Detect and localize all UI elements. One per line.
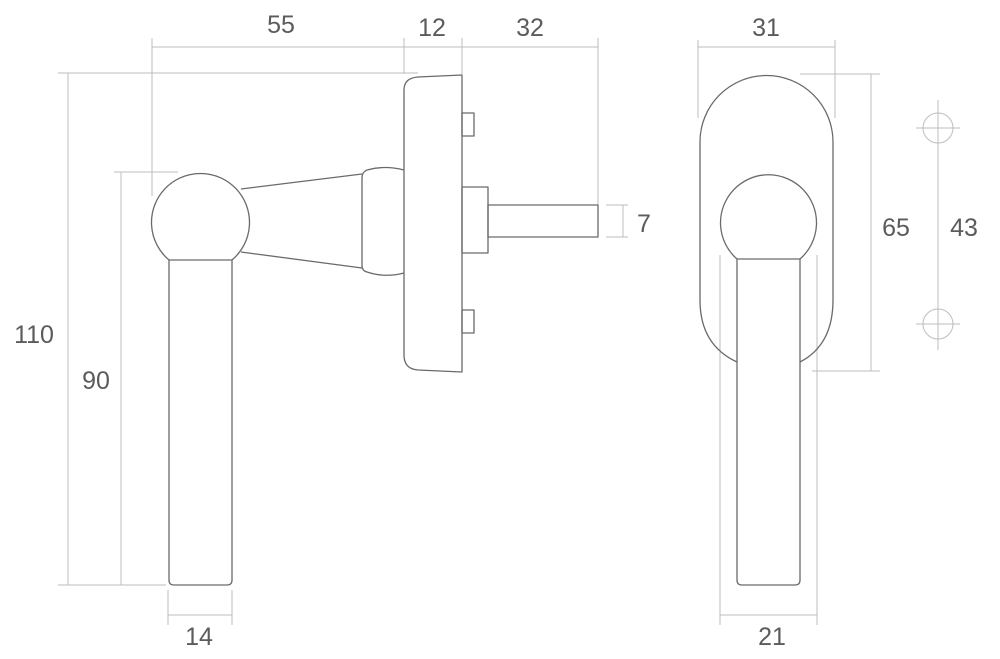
front-lever	[736, 258, 801, 586]
side-dimension-lines	[58, 38, 628, 625]
oval-rose	[699, 74, 834, 363]
front-ball	[719, 174, 818, 260]
dim-label-110: 110	[14, 321, 54, 349]
dim-label-32: 32	[516, 14, 544, 42]
lever	[168, 259, 233, 586]
dim-label-65: 65	[882, 214, 910, 242]
spindle-base	[461, 186, 489, 254]
dim-label-14: 14	[185, 623, 213, 651]
front-handle-outline	[699, 74, 834, 586]
side-view: 55 12 32 7 110 90 14	[14, 11, 651, 651]
dim-label-31: 31	[752, 14, 780, 42]
dim-label-12: 12	[418, 14, 446, 42]
ball	[150, 172, 251, 261]
side-handle-outline	[150, 74, 599, 586]
rose-plate	[403, 74, 463, 373]
screw-boss-bottom	[461, 309, 475, 334]
spindle	[487, 204, 599, 238]
dim-label-21: 21	[758, 623, 786, 651]
dim-label-55: 55	[267, 11, 295, 39]
front-view: 31 65 43 21	[697, 14, 978, 651]
dim-label-43: 43	[950, 214, 978, 242]
dim-label-7: 7	[637, 210, 651, 238]
screw-boss-top	[461, 112, 475, 137]
front-dimension-lines	[697, 40, 960, 625]
collar	[361, 166, 405, 276]
dim-label-90: 90	[82, 367, 110, 395]
